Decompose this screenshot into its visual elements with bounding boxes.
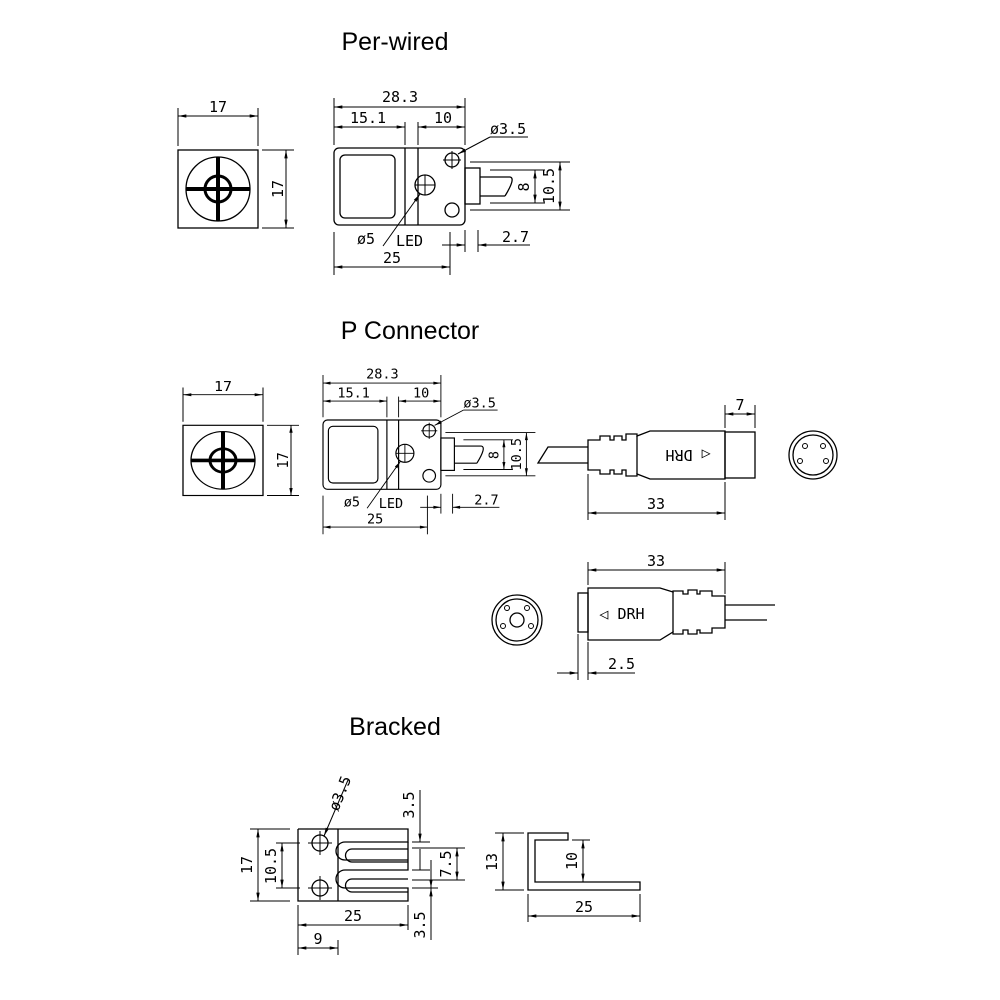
label-led: LED	[396, 232, 423, 250]
dim-right: 10	[434, 109, 452, 127]
bracket-plate: ø3.5 17 10.5 25 9 3.5 7.5 3.5	[238, 773, 465, 955]
bracket-profile: 13 10 25	[483, 832, 641, 922]
pconnector-side-view: 28.3 15.1 10 ø3.5 ø5 LED 25 2.7 8 10.5	[322, 367, 536, 535]
dim-holes-spacing: 10.5	[540, 168, 558, 204]
dim-led-diameter: ø5	[357, 230, 375, 248]
dim-overall: 28.3	[366, 367, 399, 383]
dim-hole: ø3.5	[490, 120, 526, 138]
dim-cable: 8	[486, 451, 502, 459]
dim-cable: 8	[515, 182, 533, 191]
connector-female-end-view	[491, 594, 543, 646]
dim-profile-height: 13	[483, 853, 501, 871]
connector-male-marking: ◁ DRH	[665, 446, 710, 464]
dim-bracket-bottom: 3.5	[411, 911, 429, 938]
dim-left: 15.1	[350, 109, 386, 127]
dim-nose: 7	[735, 396, 744, 414]
dim-led-diameter: ø5	[344, 494, 360, 510]
dim-left: 15.1	[337, 386, 370, 402]
dim-body: 25	[383, 249, 401, 267]
dim-overall: 28.3	[382, 88, 418, 106]
dim-profile-inner: 10	[563, 852, 581, 870]
dim-body: 25	[367, 512, 383, 528]
dim-bracket-width: 25	[344, 907, 362, 925]
dim-front-width: 17	[214, 380, 232, 395]
perwired-front-view: 17 17	[177, 98, 294, 229]
dim-length-female: 33	[647, 552, 665, 570]
dim-bracket-slot: 7.5	[437, 850, 455, 877]
section-title-perwired: Per-wired	[342, 28, 449, 56]
dim-offset: 2.7	[502, 228, 529, 246]
dim-bracket-hole: ø3.5	[325, 773, 355, 813]
connector-male: ◁ DRH 7 33	[536, 396, 756, 520]
dim-bracket-offset: 9	[313, 930, 322, 948]
dim-offset: 2.7	[474, 493, 498, 509]
dim-front-height: 17	[269, 180, 287, 198]
connector-male-end-view	[788, 430, 838, 480]
dim-bracket-height: 17	[238, 856, 256, 874]
dim-profile-length: 25	[575, 898, 593, 916]
pconnector-front-view: 17 17	[182, 380, 299, 497]
dim-flange: 2.5	[608, 655, 635, 673]
section-title-pconnector: P Connector	[341, 317, 480, 345]
perwired-side-view: 28.3 15.1 10 ø3.5 ø5 LED 25 2.7 8 10.5	[333, 88, 570, 275]
dim-hole: ø3.5	[463, 395, 496, 411]
dim-bracket-top: 3.5	[400, 791, 418, 818]
dim-right: 10	[413, 386, 429, 402]
connector-female-marking: ◁ DRH	[599, 605, 644, 623]
section-title-bracked: Bracked	[349, 713, 441, 741]
dim-holes-spacing: 10.5	[509, 438, 525, 471]
dim-length-male: 33	[647, 495, 665, 513]
dim-front-width: 17	[209, 98, 227, 116]
connector-female: ◁ DRH 33 2.5	[557, 552, 775, 680]
dim-front-height: 17	[275, 452, 292, 468]
label-led: LED	[379, 496, 403, 512]
dim-bracket-holes-spacing: 10.5	[262, 848, 280, 884]
